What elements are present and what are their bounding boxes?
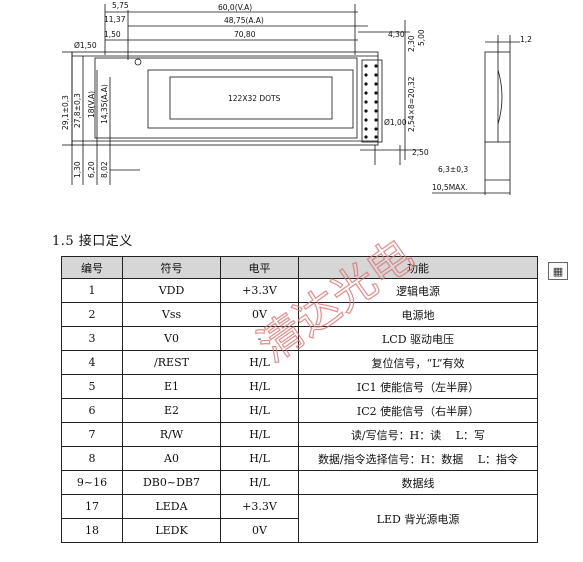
dim-7080: 70,80 — [234, 30, 256, 39]
table-header-row: 编号 符号 电平 功能 — [61, 256, 538, 279]
dim-430: 4,30 — [388, 30, 405, 39]
cell-symbol: LEDA — [122, 494, 221, 519]
dim-620: 6,20 — [87, 161, 96, 178]
dim-4875: 48,75(A.A) — [224, 16, 264, 25]
dim-105: 10,5MAX. — [432, 183, 468, 192]
cell-no: 17 — [61, 494, 123, 519]
dim-291: 29,1±0,3 — [61, 95, 70, 130]
dim-phi100: Ø1,00 — [384, 118, 407, 127]
cell-function: 读/写信号：H：读 L：写 — [298, 422, 538, 447]
cell-no: 7 — [61, 422, 123, 447]
mechanical-drawing: 5,75 60,0(V.A) 11,37 48,75(A.A) 1,50 70,… — [61, 1, 532, 195]
header-no: 编号 — [61, 256, 123, 279]
cell-level: 0V — [220, 518, 299, 543]
cell-function: IC2 使能信号（右半屏） — [298, 398, 538, 423]
dim-1137: 11,37 — [104, 15, 126, 24]
cell-function: IC1 使能信号（左半屏） — [298, 374, 538, 399]
cell-function-merged: LED 背光源电源 — [298, 494, 538, 543]
header-symbol: 符号 — [122, 256, 221, 279]
cell-level: - — [220, 326, 299, 351]
dim-18va: 18(V.A) — [87, 91, 96, 118]
dim-63: 6,3±0,3 — [438, 165, 468, 174]
cell-level: H/L — [220, 422, 299, 447]
section-title: 1.5 接口定义 — [52, 234, 133, 249]
cell-level: H/L — [220, 398, 299, 423]
cell-no: 6 — [61, 398, 123, 423]
dim-278: 27,8±0,3 — [73, 93, 82, 128]
cell-function: 数据线 — [298, 470, 538, 495]
cell-symbol: E1 — [122, 374, 221, 399]
dim-600: 60,0(V.A) — [218, 3, 252, 12]
cell-no: 5 — [61, 374, 123, 399]
cell-level: +3.3V — [220, 494, 299, 519]
dim-575: 5,75 — [112, 1, 129, 10]
table-view-icon[interactable]: ▦ — [548, 262, 568, 280]
cell-level: 0V — [220, 302, 299, 327]
dim-1435: 14,35(A.A) — [100, 84, 109, 124]
dim-dots: 122X32 DOTS — [228, 94, 281, 103]
header-level: 电平 — [220, 256, 299, 279]
dim-12: 1,2 — [520, 35, 532, 44]
cell-symbol: A0 — [122, 446, 221, 471]
cell-no: 4 — [61, 350, 123, 375]
cell-function: LCD 驱动电压 — [298, 326, 538, 351]
cell-symbol: E2 — [122, 398, 221, 423]
dim-254: 2,54×8=20,32 — [407, 76, 416, 132]
dim-250: 2,50 — [412, 148, 429, 157]
cell-no: 8 — [61, 446, 123, 471]
dim-230: 2,30 — [407, 35, 416, 52]
cell-symbol: VDD — [122, 278, 221, 303]
dim-802: 8,02 — [100, 161, 109, 178]
cell-symbol: DB0~DB7 — [122, 470, 221, 495]
cell-level: H/L — [220, 350, 299, 375]
cell-level: H/L — [220, 446, 299, 471]
cell-no: 2 — [61, 302, 123, 327]
cell-level: H/L — [220, 374, 299, 399]
cell-level: H/L — [220, 470, 299, 495]
dim-500: 5,00 — [417, 29, 426, 46]
cell-no: 3 — [61, 326, 123, 351]
cell-symbol: V0 — [122, 326, 221, 351]
cell-symbol: /REST — [122, 350, 221, 375]
cell-no: 18 — [61, 518, 123, 543]
cell-no: 9~16 — [61, 470, 123, 495]
cell-no: 1 — [61, 278, 123, 303]
dim-130: 1,30 — [73, 161, 82, 178]
cell-symbol: R/W — [122, 422, 221, 447]
dim-phi150: Ø1,50 — [74, 41, 97, 50]
dim-150a: 1,50 — [104, 30, 121, 39]
cell-function: 复位信号，“L”有效 — [298, 350, 538, 375]
cell-function: 逻辑电源 — [298, 278, 538, 303]
cell-function: 电源地 — [298, 302, 538, 327]
cell-symbol: Vss — [122, 302, 221, 327]
cell-symbol: LEDK — [122, 518, 221, 543]
cell-level: +3.3V — [220, 278, 299, 303]
cell-function: 数据/指令选择信号：H：数据 L：指令 — [298, 446, 538, 471]
header-function: 功能 — [298, 256, 538, 279]
